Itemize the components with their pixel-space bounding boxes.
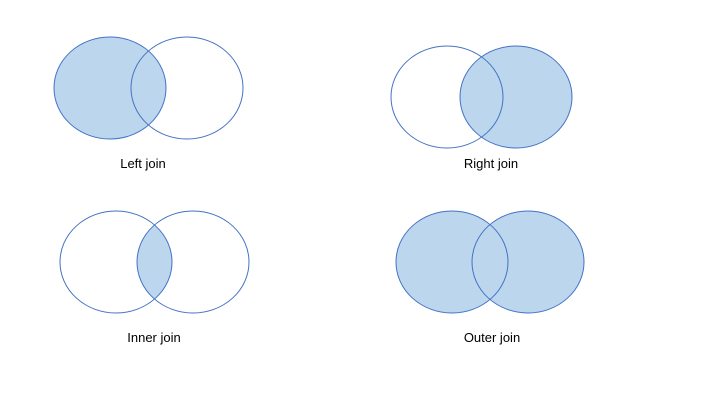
inner-join-label: Inner join (127, 330, 180, 345)
outer-join-left-circle (395, 210, 509, 314)
left-join-diagram: Left join (53, 36, 244, 171)
left-join-left-outline (53, 36, 167, 140)
inner-join-diagram: Inner join (59, 210, 250, 345)
outer-join-right-circle (471, 210, 585, 314)
inner-join-left-circle (59, 210, 173, 314)
inner-join-intersection (137, 211, 172, 313)
right-join-label: Right join (464, 156, 518, 171)
left-join-left-circle (54, 37, 166, 139)
right-join-diagram: Right join (390, 45, 573, 171)
left-join-label: Left join (120, 156, 166, 171)
outer-join-right-fill (472, 211, 584, 313)
outer-join-label: Outer join (464, 330, 520, 345)
inner-join-right-circle (136, 210, 250, 314)
right-join-right-circle (460, 46, 572, 148)
right-join-right-outline (459, 45, 573, 149)
left-join-right-circle (130, 36, 244, 140)
outer-join-diagram: Outer join (395, 210, 585, 345)
right-join-left-circle (390, 45, 504, 149)
